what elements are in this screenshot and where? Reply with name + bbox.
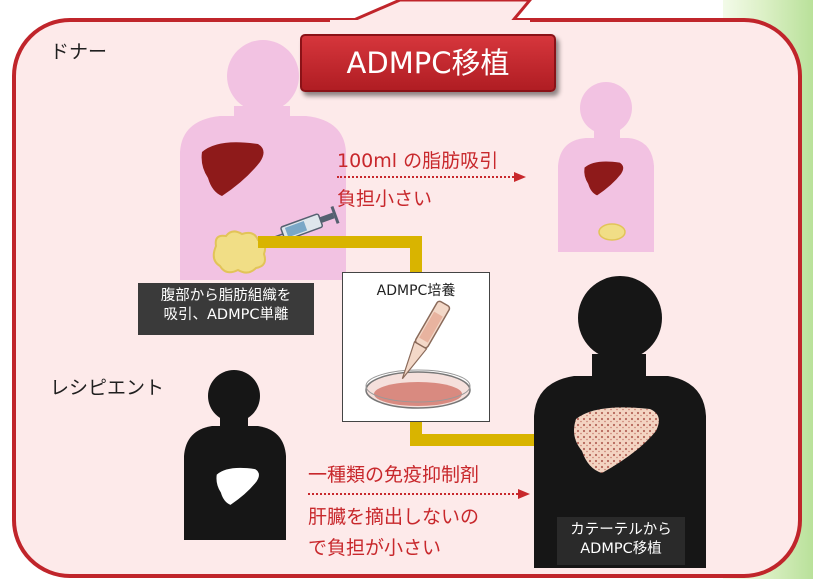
recipient-arrow-text-1: 一種類の免疫抑制剤 (308, 460, 479, 487)
recipient-result-line-1: カテーテルから (557, 521, 685, 540)
recipient-arrow-text-2: 肝臓を摘出しないの (308, 502, 479, 529)
pipette-icon (388, 296, 458, 386)
transplanted-liver-icon (570, 405, 664, 477)
recipient-empty-liver-icon (214, 466, 262, 508)
recipient-result-line-2: ADMPC移植 (557, 540, 685, 559)
recipient-arrow-text-3: で負担が小さい (308, 533, 441, 560)
recipient-figure-small (176, 370, 294, 540)
recipient-result-box: カテーテルから ADMPC移植 (557, 517, 685, 565)
recipient-dotted-arrow (308, 493, 522, 495)
